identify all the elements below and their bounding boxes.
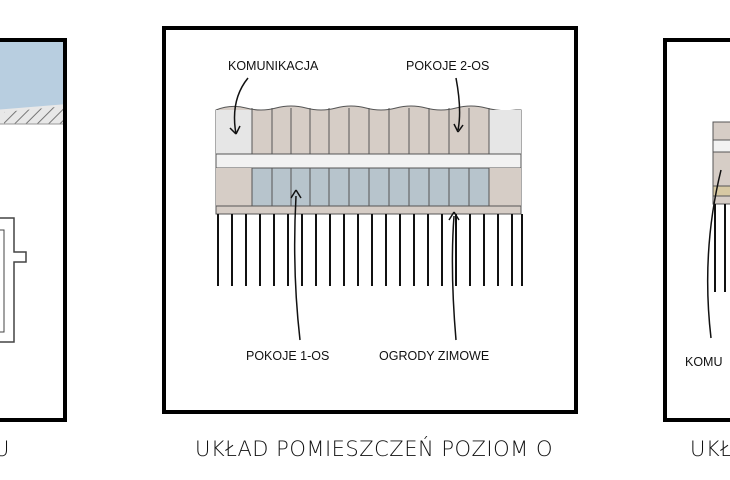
leader-arrows xyxy=(229,77,464,341)
comb-lines xyxy=(217,214,523,286)
komunikacja-block-right xyxy=(489,110,521,154)
bottom-end-left xyxy=(216,168,252,206)
label-komunikacja: KOMUNIKACJA xyxy=(228,59,319,73)
label-pokoje-2-os: POKOJE 2-OS xyxy=(406,59,489,73)
right-label-fragment: KOMU xyxy=(685,355,723,369)
left-panel xyxy=(0,38,67,422)
label-pokoje-1-os: POKOJE 1-OS xyxy=(246,349,329,363)
right-room-block xyxy=(712,121,730,141)
right-panel-drawing: KOMU xyxy=(685,121,730,369)
right-leader-arrow xyxy=(706,169,722,339)
arrow-komunikacja xyxy=(233,77,249,135)
hatched-slab xyxy=(4,106,63,124)
arrow-pokoje-1-os xyxy=(293,195,301,341)
base-strip xyxy=(215,205,522,215)
corridor xyxy=(215,153,522,169)
right-panel: KOMU xyxy=(663,38,730,422)
room-dividers-bottom xyxy=(251,168,490,206)
main-caption: UKŁAD POMIESZCZEŃ POZIOM O xyxy=(195,437,553,461)
building-outline xyxy=(0,217,27,343)
bottom-end-right xyxy=(489,168,521,206)
right-comb-lines xyxy=(714,204,726,292)
arrow-ogrody-zimowe xyxy=(451,215,457,341)
left-caption-fragment: U xyxy=(0,437,10,461)
left-panel-drawing xyxy=(0,42,63,343)
sky-area xyxy=(0,42,63,110)
right-caption-fragment: UKŁ xyxy=(690,437,730,461)
main-diagram-panel: KOMUNIKACJA POKOJE 2-OS POKOJE 1-OS OGRO… xyxy=(162,26,578,414)
arrow-pokoje-2-os xyxy=(455,77,461,131)
floor-plan-diagram: KOMUNIKACJA POKOJE 2-OS POKOJE 1-OS OGRO… xyxy=(215,59,523,363)
room-dividers-top xyxy=(251,108,490,154)
label-ogrody-zimowe: OGRODY ZIMOWE xyxy=(379,349,489,363)
